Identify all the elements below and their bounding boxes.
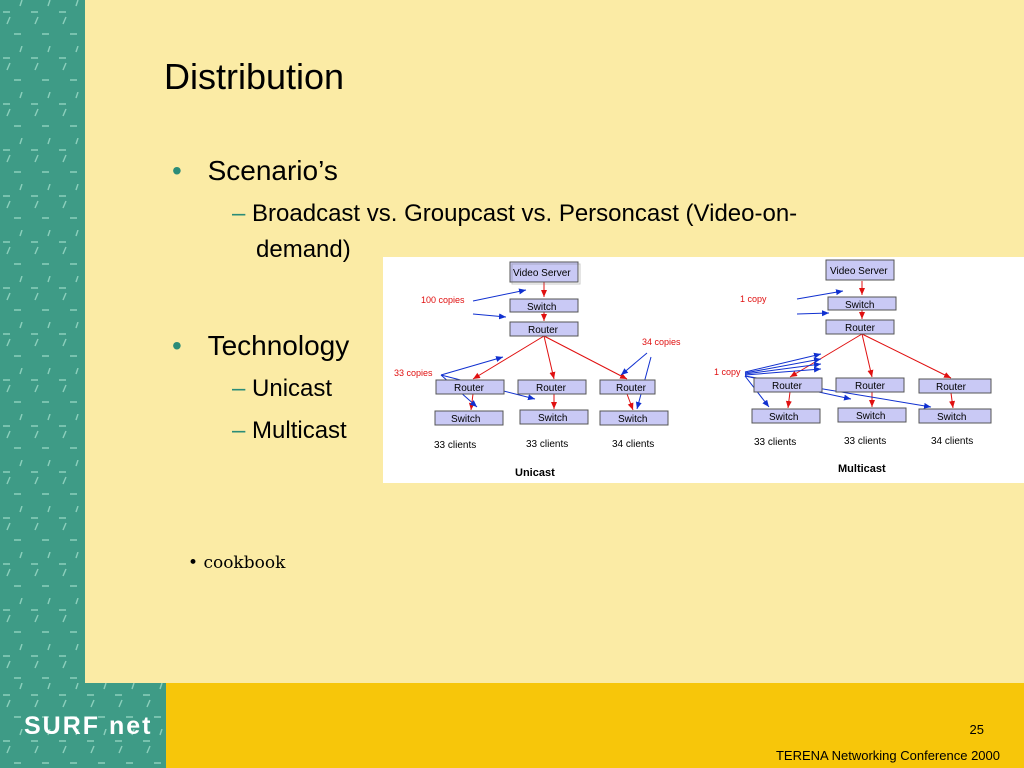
unicast-router-3 [599,379,656,395]
unicast-label-right: 34 copies [642,337,681,347]
multicast-router-3-label: Router [936,382,967,393]
unicast-panel: Video Server Switch Router Router Router… [394,261,681,479]
subbullet-broadcast: – Broadcast vs. Groupcast vs. Personcast… [232,200,797,228]
subbullet-broadcast-cont: demand) [256,236,351,263]
slide-title: Distribution [164,56,345,97]
multicast-server-box [825,259,895,281]
multicast-panel: Video Server Switch Router Router Router… [714,259,992,475]
multicast-red-arrows [785,281,956,409]
multicast-router-1-label: Router [772,381,803,392]
bullet-text: Technology [207,330,350,361]
bullet-dot: • [188,553,199,573]
multicast-clients-2: 33 clients [844,436,886,447]
bullet-technology: • Technology [172,330,349,362]
unicast-router-1-label: Router [454,383,485,394]
unicast-red-arrows [468,281,634,411]
multicast-label-top: 1 copy [740,294,767,304]
multicast-clients-1: 33 clients [754,437,796,448]
multicast-router-3 [918,378,992,394]
network-diagram: Video Server Switch Router Router Router… [383,257,1024,483]
bullet-scenarios: • Scenario’s [172,155,338,187]
unicast-switch-box [509,298,579,313]
unicast-switch-1-label: Switch [451,414,480,425]
multicast-switch-1-label: Switch [769,412,798,423]
subbullet-multicast: – Multicast [232,417,347,445]
bullet-dash: – [232,375,246,402]
subbullet-text: Multicast [252,417,347,444]
bullet-dash: – [232,417,246,444]
unicast-switch-2 [519,409,589,425]
subbullet-text: Broadcast vs. Groupcast vs. Personcast (… [252,200,798,227]
unicast-router-1 [435,379,505,395]
unicast-switch-3 [599,410,669,426]
multicast-router-box [825,319,895,335]
bullet-dash: – [232,200,246,227]
bullet-cookbook: • cookbook [188,553,285,573]
unicast-router-label: Router [528,325,559,336]
multicast-switch-3 [918,408,992,424]
multicast-router-2-label: Router [855,381,886,392]
page-number: 25 [969,722,984,737]
bullet-text: cookbook [203,553,286,573]
unicast-switch-label: Switch [527,302,556,313]
unicast-clients-2: 33 clients [526,439,568,450]
unicast-clients-3: 34 clients [612,439,654,450]
dash-pattern [0,0,85,683]
unicast-router-2 [517,379,587,395]
diagram-svg: Video Server Switch Router Router Router… [394,259,992,479]
multicast-router-2 [835,377,905,393]
left-decor-bar [0,0,85,683]
multicast-server-label: Video Server [830,266,888,277]
unicast-switch-1 [434,410,504,426]
multicast-router-1 [753,377,823,393]
bullet-dot: • [172,155,182,186]
multicast-switch-2-label: Switch [856,411,885,422]
multicast-clients-3: 34 clients [931,436,973,447]
unicast-router-2-label: Router [536,383,567,394]
bottom-bar [0,683,1024,768]
logo-box: SURF net [0,683,166,768]
multicast-switch-1 [751,408,821,424]
logo-pattern [0,683,166,768]
unicast-switch-3-label: Switch [618,414,647,425]
unicast-server-box [509,261,579,283]
multicast-switch-box [827,296,897,311]
footer-text: TERENA Networking Conference 2000 [775,748,1000,763]
bullet-dot: • [172,330,182,361]
multicast-switch-3-label: Switch [937,412,966,423]
surfnet-logo: SURF net [24,712,153,740]
unicast-label-left: 33 copies [394,368,433,378]
unicast-router-3-label: Router [616,383,647,394]
unicast-label-top: 100 copies [421,295,465,305]
unicast-router-box [509,321,579,337]
multicast-label-left: 1 copy [714,367,741,377]
multicast-switch-label: Switch [845,300,874,311]
subbullet-text: Unicast [252,375,333,402]
subbullet-unicast: – Unicast [232,375,332,403]
multicast-switch-2 [837,407,907,423]
unicast-clients-1: 33 clients [434,440,476,451]
unicast-switch-2-label: Switch [538,413,567,424]
unicast-server-label: Video Server [513,268,571,279]
bullet-text: Scenario’s [207,155,338,186]
multicast-caption: Multicast [838,463,886,475]
unicast-caption: Unicast [515,467,555,479]
multicast-router-label: Router [845,323,876,334]
